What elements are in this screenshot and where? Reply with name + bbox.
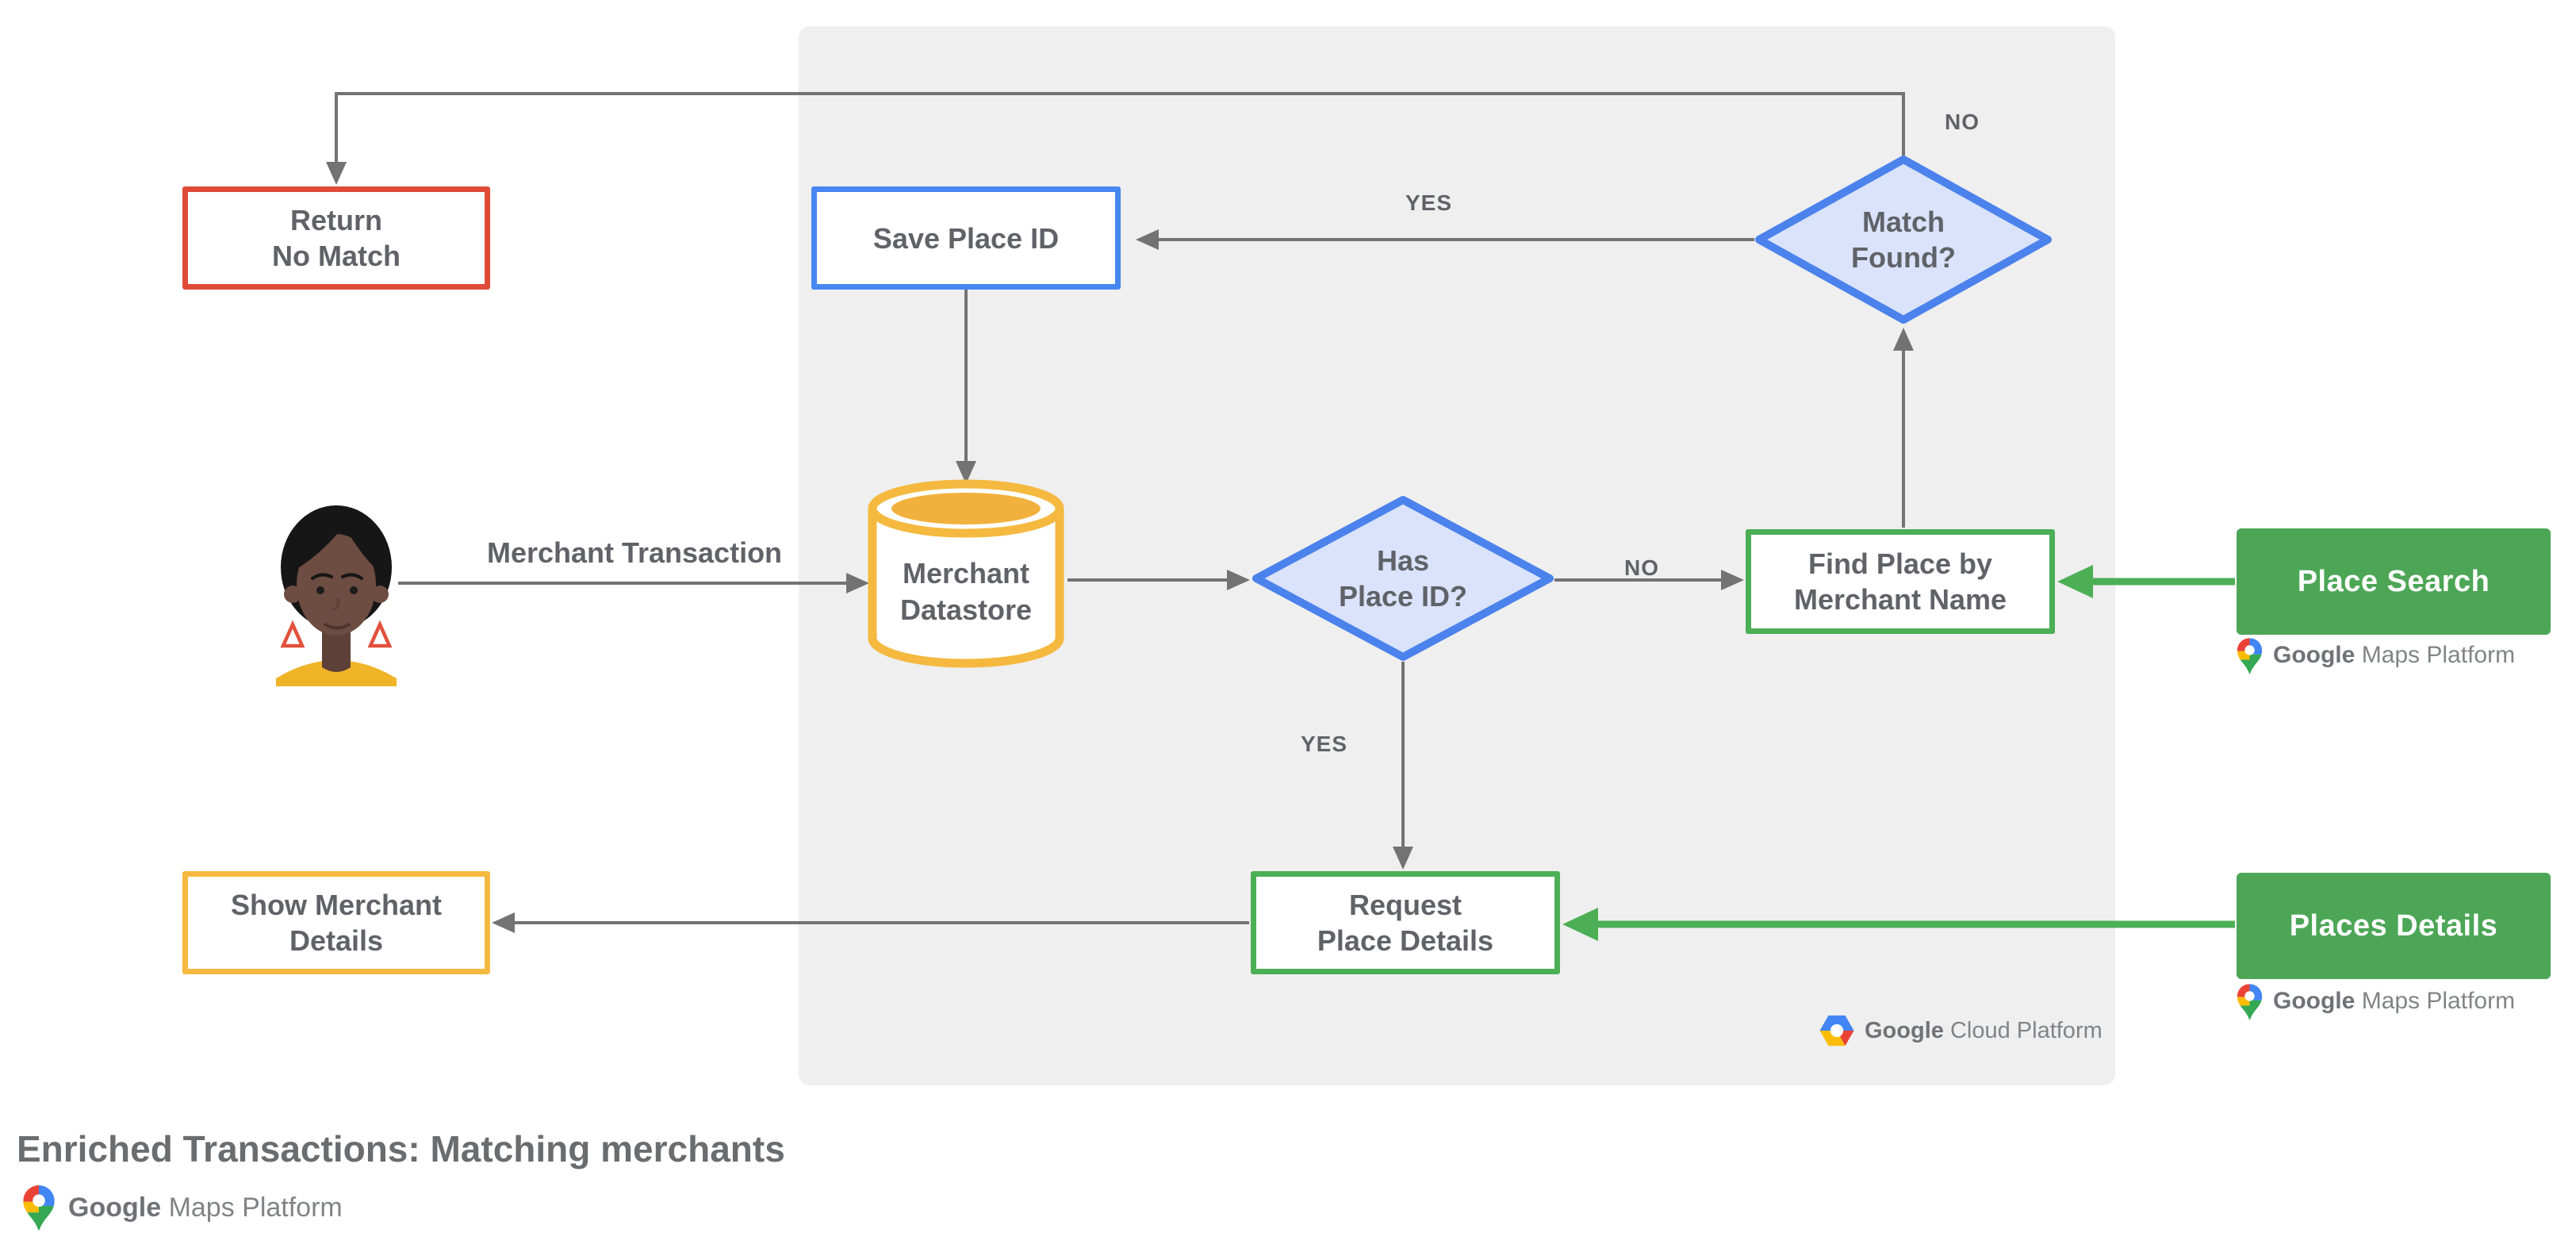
node-merchant-datastore — [866, 477, 1066, 672]
arrowhead-down-return — [326, 162, 347, 185]
logo-text: Google Maps Platform — [2273, 642, 2516, 668]
avatar-earring — [280, 620, 305, 648]
decision-label-line: Has — [1376, 544, 1430, 577]
node-label-line: Merchant — [902, 557, 1030, 590]
node-label-line: Return — [290, 204, 382, 236]
datastore-label: Merchant Datastore — [866, 555, 1066, 628]
logo-text: Google Maps Platform — [2273, 988, 2516, 1014]
decision-label-line: Found? — [1851, 241, 1956, 274]
decision-match-found: Match Found? — [1754, 155, 2053, 325]
node-save-place-id: Save Place ID — [811, 186, 1121, 290]
edge-label-merchant-transaction: Merchant Transaction — [486, 536, 783, 569]
edge-label-no-return: NO — [1945, 109, 1980, 134]
avatar-earring — [367, 620, 393, 648]
node-label-line: Show Merchant — [230, 889, 443, 921]
avatar-face — [297, 534, 376, 636]
node-label-line: Merchant Name — [1793, 583, 2007, 616]
api-node-places-details: Places Details — [2237, 873, 2551, 979]
node-label: Save Place ID — [872, 221, 1060, 255]
arrowhead-left-show — [492, 912, 515, 933]
node-find-place-by-merchant-name: Find Place by Merchant Name — [1746, 529, 2055, 634]
diagram-title: Enriched Transactions: Matching merchant… — [17, 1128, 785, 1169]
node-label-line: Details — [289, 924, 384, 957]
node-request-place-details: Request Place Details — [1251, 871, 1560, 974]
avatar-eye — [350, 586, 358, 594]
api-node-place-search: Place Search — [2237, 528, 2551, 635]
edge-label-no-find: NO — [1624, 555, 1659, 580]
edge-label-yes-request: YES — [1301, 732, 1348, 756]
decision-has-place-id: Has Place ID? — [1252, 495, 1554, 662]
node-return-no-match: Return No Match — [182, 186, 490, 290]
avatar-eye — [316, 586, 324, 594]
node-label-line: No Match — [272, 240, 401, 272]
node-label-line: Datastore — [899, 593, 1033, 626]
google-cloud-hexagon-icon — [1819, 1015, 1854, 1047]
google-maps-pin-icon — [23, 1185, 55, 1231]
decision-label-line: Match — [1861, 205, 1945, 238]
avatar-shoulders — [276, 660, 397, 686]
edge-label-yes-save: YES — [1405, 190, 1453, 215]
api-node-label: Places Details — [2289, 908, 2498, 943]
diamond-shape-icon — [1755, 156, 2052, 324]
node-show-merchant-details: Show Merchant Details — [182, 871, 490, 974]
avatar-neck — [322, 626, 351, 672]
google-maps-platform-logo: Google Maps Platform — [2237, 633, 2515, 678]
logo-text: Google Cloud Platform — [1865, 1017, 2103, 1043]
logo-text: Google Maps Platform — [68, 1192, 343, 1223]
person-avatar — [276, 505, 397, 686]
google-maps-pin-icon — [2237, 637, 2263, 674]
database-cylinder-icon — [868, 479, 1064, 668]
google-cloud-platform-logo: Google Cloud Platform — [1819, 1014, 2103, 1047]
google-maps-platform-logo: Google Maps Platform — [22, 1184, 343, 1231]
avatar-fringe — [297, 517, 376, 569]
decision-label-line: Place ID? — [1338, 580, 1468, 613]
node-label-line: Place Details — [1317, 924, 1494, 957]
node-label-line: Request — [1348, 889, 1462, 921]
google-maps-pin-icon — [2237, 983, 2263, 1020]
node-label-line: Find Place by — [1807, 547, 1993, 580]
google-maps-platform-logo: Google Maps Platform — [2237, 979, 2515, 1023]
diamond-shape-icon — [1252, 496, 1554, 661]
api-node-label: Place Search — [2297, 564, 2490, 598]
